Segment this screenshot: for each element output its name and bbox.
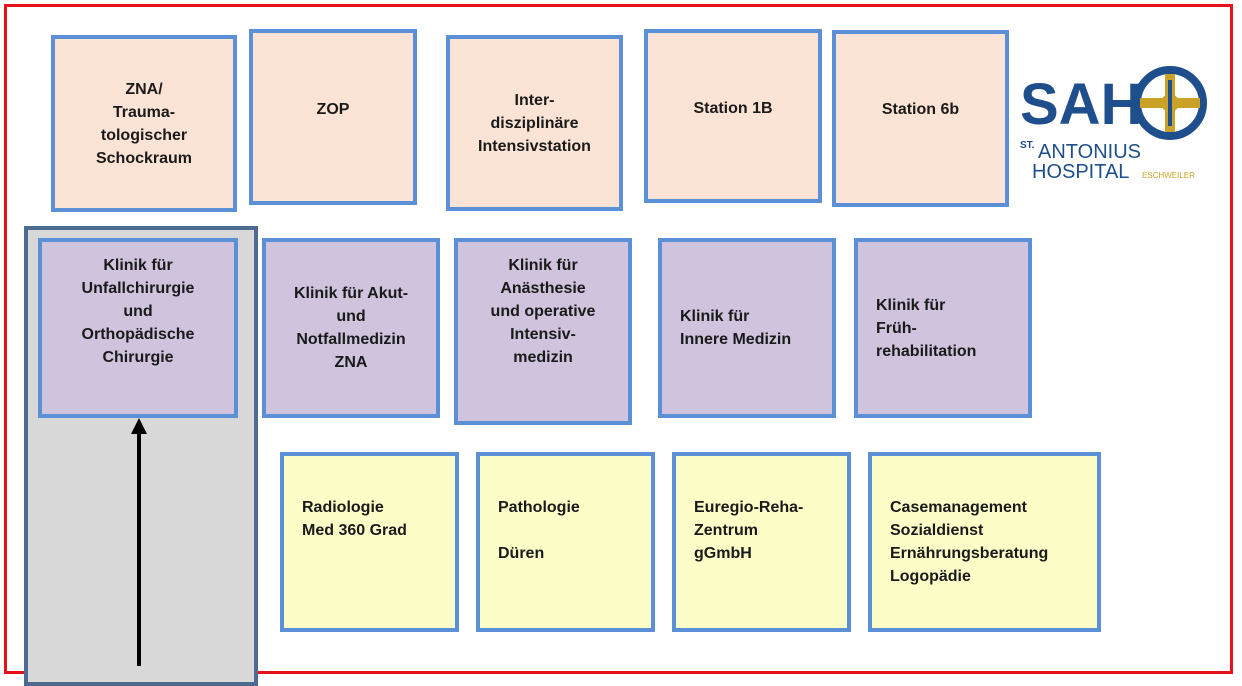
unit-label: ZNA/ Trauma- tologischer Schockraum <box>95 80 193 167</box>
service-casemanagement: Casemanagement Sozialdienst Ernährungsbe… <box>868 452 1101 632</box>
klinik-label: Klinik für Unfallchirurgie und Orthopädi… <box>81 257 195 366</box>
service-label: Radiologie Med 360 Grad <box>302 499 407 539</box>
logo-abbr: SAH <box>1020 72 1142 137</box>
unit-zop: ZOP <box>249 29 417 205</box>
unit-label: Station 6b <box>881 101 960 118</box>
klinik-anaesthesie: Klinik für Anästhesie und operative Inte… <box>454 238 632 425</box>
logo-line1: ANTONIUS <box>1038 141 1141 163</box>
logo-city: ESCHWEILER <box>1142 171 1195 180</box>
cross-emblem-icon <box>1133 66 1207 140</box>
unit-label: Inter- disziplinäre Intensivstation <box>478 91 591 155</box>
service-radiologie: Radiologie Med 360 Grad <box>280 452 459 632</box>
unit-label: Station 1B <box>693 100 773 117</box>
klinik-fruehrehabilitation: Klinik für Früh- rehabilitation <box>854 238 1032 418</box>
klinik-akut-notfallmedizin: Klinik für Akut- und Notfallmedizin ZNA <box>262 238 440 418</box>
service-label: Euregio-Reha- Zentrum gGmbH <box>694 499 804 562</box>
service-euregio-reha: Euregio-Reha- Zentrum gGmbH <box>672 452 851 632</box>
arrow-head <box>131 418 147 434</box>
klinik-unfallchirurgie: Klinik für Unfallchirurgie und Orthopädi… <box>38 238 238 418</box>
unit-station-6b: Station 6b <box>832 30 1009 207</box>
klinik-label: Klinik für Anästhesie und operative Inte… <box>490 257 596 366</box>
unit-station-1b: Station 1B <box>644 29 822 203</box>
hospital-logo: SAH ST. ANTONIUS HOSPITAL ESCHWEILER <box>1018 66 1218 186</box>
klinik-label: Klinik für Innere Medizin <box>680 308 792 348</box>
service-label: Casemanagement Sozialdienst Ernährungsbe… <box>890 499 1049 585</box>
flow-arrow <box>131 418 147 666</box>
unit-zna-schockraum: ZNA/ Trauma- tologischer Schockraum <box>51 35 237 212</box>
service-pathologie: Pathologie Düren <box>476 452 655 632</box>
klinik-innere-medizin: Klinik für Innere Medizin <box>658 238 836 418</box>
service-label: Pathologie Düren <box>498 499 580 562</box>
klinik-label: Klinik für Früh- rehabilitation <box>876 296 977 360</box>
klinik-label: Klinik für Akut- und Notfallmedizin ZNA <box>293 285 409 371</box>
unit-intensivstation: Inter- disziplinäre Intensivstation <box>446 35 623 211</box>
unit-label: ZOP <box>316 101 350 118</box>
logo-st: ST. <box>1020 140 1035 151</box>
logo-line2: HOSPITAL <box>1032 161 1129 183</box>
